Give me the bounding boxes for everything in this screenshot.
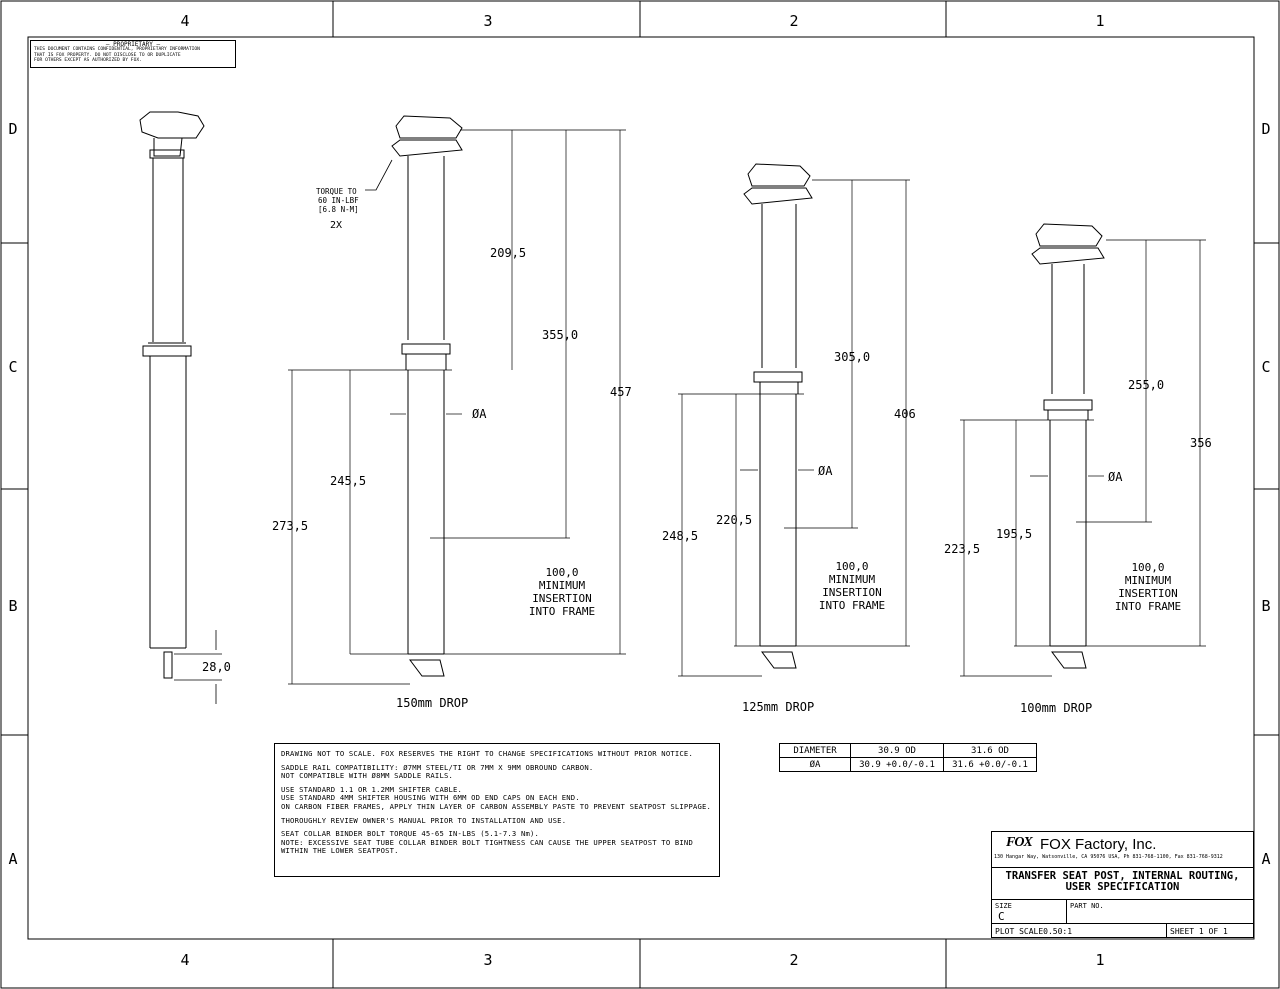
insertion-125: 100,0	[835, 560, 868, 573]
zone-row-label: C	[1261, 358, 1270, 376]
label-100mm-drop: 100mm DROP	[1020, 701, 1092, 715]
company-row: FOX FOX Factory, Inc. 130 Hangar Way, Wa…	[992, 832, 1253, 868]
proprietary-title: — PROPRIETARY —	[105, 41, 161, 48]
zone-row-label: D	[1261, 120, 1270, 138]
proprietary-line: THIS DOCUMENT CONTAINS CONFIDENTIAL, PRO…	[34, 47, 200, 53]
drawing-title: TRANSFER SEAT POST, INTERNAL ROUTING, US…	[992, 871, 1253, 893]
seatpost-100mm	[1031, 223, 1105, 669]
sheet-cell	[1166, 924, 1167, 938]
size-part-row: SIZE C PART NO.	[992, 900, 1253, 924]
table-header: 31.6 OD	[943, 743, 1037, 758]
drawing-title-line: USER SPECIFICATION	[1065, 881, 1180, 893]
zone-col-label: 3	[483, 951, 492, 969]
company-name: FOX Factory, Inc.	[1040, 836, 1157, 853]
plot-scale: PLOT SCALE0.50:1	[995, 927, 1073, 936]
torque-note-line: 60 IN-LBF	[318, 196, 359, 205]
title-row: TRANSFER SEAT POST, INTERNAL ROUTING, US…	[992, 868, 1253, 900]
label-125mm-drop: 125mm DROP	[742, 700, 814, 714]
fox-logo: FOX	[1006, 835, 1033, 850]
insertion-150: MINIMUM	[539, 579, 586, 592]
diameter-spec-table: DIAMETER 30.9 OD 31.6 OD ØA 30.9 +0.0/-0…	[779, 743, 1037, 772]
zone-row-label: D	[8, 120, 17, 138]
table-row: ØA 30.9 +0.0/-0.1 31.6 +0.0/-0.1	[779, 757, 1037, 772]
dia-100: ØA	[1108, 470, 1123, 484]
note: USE STANDARD 1.1 OR 1.2MM SHIFTER CABLE.…	[281, 784, 712, 811]
zone-row-label: A	[8, 850, 17, 868]
drawing-title-line: TRANSFER SEAT POST, INTERNAL ROUTING,	[1005, 870, 1240, 882]
insertion-100: INTO FRAME	[1115, 600, 1181, 613]
dia-125: ØA	[818, 464, 833, 478]
size-cell: SIZE C	[992, 900, 1067, 923]
zone-col-label: 4	[180, 951, 189, 969]
zone-col-label: 3	[483, 12, 492, 30]
zone-col-label: 2	[789, 12, 798, 30]
seatpost-side-view	[139, 111, 205, 679]
label-150mm-drop: 150mm DROP	[396, 696, 468, 710]
sheet-number: SHEET 1 OF 1	[1170, 927, 1228, 936]
insertion-125: INSERTION	[822, 586, 882, 599]
dim-125-mid: 305,0	[834, 350, 870, 364]
insertion-125: MINIMUM	[829, 573, 876, 586]
insertion-100: 100,0	[1131, 561, 1164, 574]
dim-150-top: 209,5	[490, 246, 526, 260]
zone-col-label: 2	[789, 951, 798, 969]
dim-150-total: 457	[610, 385, 632, 399]
note: THOROUGHLY REVIEW OWNER'S MANUAL PRIOR T…	[281, 815, 567, 825]
insertion-100: INSERTION	[1118, 587, 1178, 600]
zone-row-label: B	[1261, 597, 1270, 615]
notes-box: DRAWING NOT TO SCALE. FOX RESERVES THE R…	[274, 743, 720, 877]
inner-border	[27, 36, 1255, 940]
table-header: DIAMETER	[779, 743, 851, 758]
zone-row-label: A	[1261, 850, 1270, 868]
size-label: SIZE	[995, 902, 1012, 910]
title-block: FOX FOX Factory, Inc. 130 Hangar Way, Wa…	[991, 831, 1254, 938]
seatpost-150mm	[391, 115, 463, 677]
zone-col-label: 1	[1095, 12, 1104, 30]
dim-150-mid: 355,0	[542, 328, 578, 342]
zone-row-label: B	[8, 597, 17, 615]
insertion-150: 100,0	[545, 566, 578, 579]
note: SADDLE RAIL COMPATIBILITY: Ø7MM STEEL/TI…	[281, 762, 594, 781]
table-cell: 31.6 +0.0/-0.1	[943, 757, 1037, 772]
dim-100-total: 356	[1190, 436, 1212, 450]
torque-note-line: [6.8 N-M]	[318, 205, 359, 214]
zone-col-label: 1	[1095, 951, 1104, 969]
dim-150-outer: 273,5	[272, 519, 308, 533]
dia-150: ØA	[472, 407, 487, 421]
dim-150-lower: 245,5	[330, 474, 366, 488]
torque-note-line: TORQUE TO	[316, 187, 357, 196]
note: DRAWING NOT TO SCALE. FOX RESERVES THE R…	[281, 749, 693, 758]
dim-100-lower: 195,5	[996, 527, 1032, 541]
zone-row-label: C	[8, 358, 17, 376]
zone-col-label: 4	[180, 12, 189, 30]
dim-125-total: 406	[894, 407, 916, 421]
insertion-150: INSERTION	[532, 592, 592, 605]
table-cell: ØA	[779, 757, 851, 772]
dim-125-outer: 248,5	[662, 529, 698, 543]
proprietary-line: THAT IS FOX PROPERTY. DO NOT DISCLOSE TO…	[34, 52, 181, 58]
dim-125-lower: 220,5	[716, 513, 752, 527]
insertion-100: MINIMUM	[1125, 574, 1172, 587]
dim-28: 28,0	[202, 660, 231, 674]
proprietary-notice: — PROPRIETARY — THIS DOCUMENT CONTAINS C…	[30, 40, 236, 68]
part-no-label: PART NO.	[1070, 902, 1104, 910]
note: SEAT COLLAR BINDER BOLT TORQUE 45-65 IN-…	[281, 829, 693, 856]
dim-100-mid: 255,0	[1128, 378, 1164, 392]
size-value: C	[998, 910, 1005, 923]
dim-100-outer: 223,5	[944, 542, 980, 556]
insertion-125: INTO FRAME	[819, 599, 885, 612]
torque-note-qty: 2X	[330, 220, 342, 231]
company-address: 130 Hangar Way, Watsonville, CA 95076 US…	[994, 854, 1223, 860]
table-cell: 30.9 +0.0/-0.1	[850, 757, 944, 772]
table-row: DIAMETER 30.9 OD 31.6 OD	[779, 743, 1037, 758]
insertion-150: INTO FRAME	[529, 605, 595, 618]
seatpost-125mm	[743, 163, 813, 669]
table-header: 30.9 OD	[850, 743, 944, 758]
scale-row: PLOT SCALE0.50:1 SHEET 1 OF 1	[992, 924, 1253, 938]
proprietary-line: FOR OTHERS EXCEPT AS AUTHORIZED BY FOX.	[34, 58, 142, 64]
